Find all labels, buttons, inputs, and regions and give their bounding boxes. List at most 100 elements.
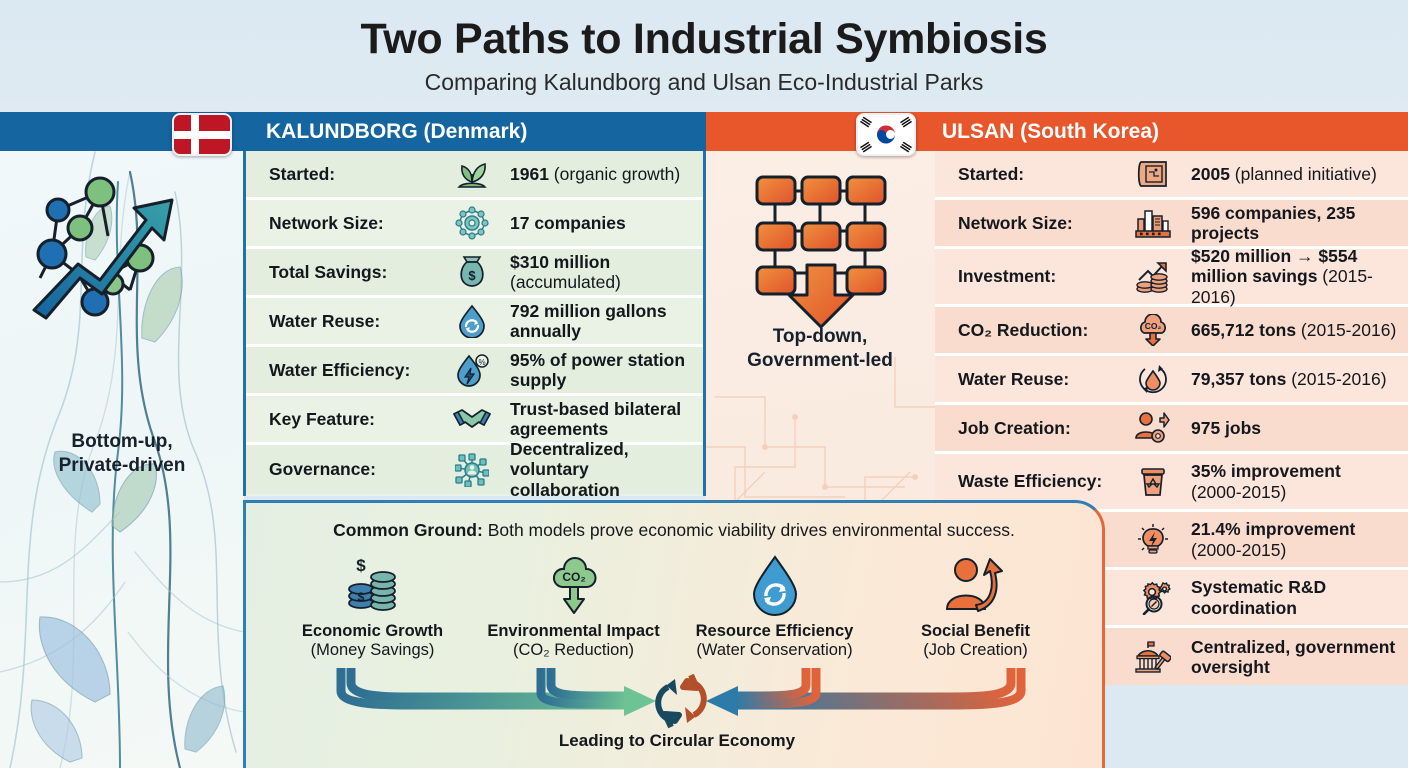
page-subtitle: Comparing Kalundborg and Ulsan Eco-Indus… — [424, 69, 984, 96]
pillar-subtitle: (Water Conservation) — [696, 641, 853, 659]
government-gavel-icon — [1125, 640, 1181, 674]
row-value: $310 million (accumulated) — [510, 251, 621, 292]
kalundborg-header-label: KALUNDBORG (Denmark) — [266, 119, 528, 143]
row-value: Trust-based bilateral agreements — [510, 398, 682, 439]
svg-text:$: $ — [356, 556, 366, 575]
row-value: 975 jobs — [1191, 417, 1262, 438]
row-value: Decentralized, voluntary collaboration — [510, 438, 629, 500]
person-growth-icon — [876, 551, 1076, 617]
handshake-icon — [444, 405, 500, 433]
pillar-title: Economic Growth — [301, 622, 444, 640]
row-label: Job Creation: — [958, 417, 1071, 438]
money-coins-icon: $$ — [273, 551, 473, 617]
row-value: 17 companies — [510, 212, 626, 233]
co2-cloud-down-icon: CO₂ — [1125, 314, 1181, 346]
common-ground-statement: Common Ground: Both models prove economi… — [246, 520, 1102, 541]
top-down-icon-wrap — [705, 169, 935, 334]
gear-network-icon — [444, 206, 500, 240]
svg-text:$: $ — [468, 268, 476, 283]
pillar-subtitle: (CO₂ Reduction) — [512, 641, 635, 659]
leaf-vine-background — [0, 151, 244, 768]
money-bag-icon: $ — [444, 255, 500, 289]
row-value: 792 million gallons annually — [510, 300, 667, 341]
row-value: 35% improvement (2000-2015) — [1191, 461, 1341, 502]
seedling-icon — [444, 158, 500, 190]
table-row: Job Creation: 975 jobs — [935, 405, 1408, 454]
water-drop-cycle-icon — [675, 551, 875, 617]
top-down-caption-line1: Top-down, — [772, 326, 868, 347]
row-label: Network Size: — [269, 212, 384, 233]
top-down-caption: Top-down, Government-led — [705, 325, 935, 374]
pillar-subtitle: (Money Savings) — [310, 641, 435, 659]
row-label: Network Size: — [958, 212, 1073, 233]
table-row: Started: 1961 (organic growth) — [246, 151, 703, 200]
water-drop-energy-icon: % — [444, 353, 500, 387]
row-value: 596 companies, 235 projects — [1191, 202, 1356, 243]
flow-arrows — [336, 668, 1026, 729]
ulsan-header-label: ULSAN (South Korea) — [942, 119, 1159, 143]
row-value: 95% of power station supply — [510, 349, 686, 390]
top-down-panel: Top-down, Government-led — [705, 147, 935, 527]
table-row: CO₂ Reduction: CO₂ 665,712 tons (2015-20… — [935, 307, 1408, 356]
recycle-bin-icon — [1125, 466, 1181, 498]
row-value: $520 million → $554 million savings (201… — [1191, 245, 1373, 307]
row-value: Centralized, government oversight — [1191, 636, 1396, 677]
title-band: Two Paths to Industrial Symbiosis Compar… — [0, 0, 1408, 112]
common-ground-panel: Common Ground: Both models prove economi… — [243, 500, 1105, 768]
blueprint-icon — [1125, 159, 1181, 189]
pillar-environmental-impact: CO₂ Environmental Impact (CO₂ Reduction) — [474, 551, 674, 660]
svg-text:$: $ — [357, 590, 364, 604]
table-row: Water Reuse: 792 million gallons annuall… — [246, 298, 703, 347]
worker-gear-up-icon — [1125, 412, 1181, 444]
row-label: Water Reuse: — [269, 310, 381, 331]
bottom-up-caption-line2: Private-driven — [58, 455, 186, 477]
page-title: Two Paths to Industrial Symbiosis — [360, 15, 1048, 63]
bottom-up-panel: Bottom-up, Private-driven — [0, 112, 244, 768]
table-row: Water Reuse: 79,357 tons (2015-2016) — [935, 356, 1408, 405]
top-down-caption-line2: Government-led — [747, 350, 893, 372]
kalundborg-data-panel: Started: 1961 (organic growth) Network S… — [243, 151, 706, 500]
hierarchy-down-arrow-icon — [755, 175, 887, 329]
bottom-up-caption-line1: Bottom-up, — [71, 431, 173, 452]
table-row: Key Feature: Trust-based bilateral agree… — [246, 396, 703, 445]
ulsan-header-bar: ULSAN (South Korea) — [706, 112, 1408, 151]
outcome-label: Leading to Circular Economy — [558, 731, 796, 750]
row-value: 79,357 tons (2015-2016) — [1191, 368, 1387, 389]
table-row: Network Size: 596 companies, 235 project… — [935, 200, 1408, 249]
row-label: Investment: — [958, 266, 1057, 286]
row-label: Waste Efficiency: — [958, 471, 1103, 491]
row-label: Water Reuse: — [958, 368, 1070, 389]
row-label: CO₂ Reduction: — [958, 319, 1089, 340]
common-ground-text: Both models prove economic viability dri… — [482, 520, 1015, 540]
row-value: 665,712 tons (2015-2016) — [1191, 319, 1397, 340]
row-label: Started: — [269, 163, 336, 184]
decentralized-network-icon — [444, 452, 500, 487]
svg-text:%: % — [478, 358, 485, 367]
water-drop-cycle-icon — [1125, 362, 1181, 396]
row-label: Governance: — [269, 459, 376, 479]
row-value: 21.4% improvement (2000-2015) — [1191, 519, 1356, 560]
pillar-economic-growth: $$ Economic Growth (Money Savings) — [273, 551, 473, 660]
co2-tree-down-icon: CO₂ — [474, 551, 674, 617]
water-drop-recycle-icon — [444, 304, 500, 338]
common-ground-lead: Common Ground: — [333, 520, 483, 540]
coins-growth-icon — [1125, 260, 1181, 294]
pillar-title: Environmental Impact — [487, 622, 660, 640]
table-row: Governance: Decentralized, voluntary col… — [246, 439, 703, 500]
table-row: Water Efficiency: % 95% of power station… — [246, 347, 703, 396]
lightbulb-energy-icon — [1125, 523, 1181, 557]
row-label: Total Savings: — [269, 261, 388, 282]
row-label: Water Efficiency: — [269, 359, 411, 380]
bottom-up-caption: Bottom-up, Private-driven — [0, 430, 244, 479]
pillar-title: Social Benefit — [920, 622, 1031, 640]
gears-magnifier-icon — [1125, 581, 1181, 615]
table-row: Started: 2005 (planned initiative) — [935, 151, 1408, 200]
pillar-title: Resource Efficiency — [695, 622, 854, 640]
row-label: Started: — [958, 163, 1025, 184]
svg-text:CO₂: CO₂ — [562, 570, 585, 584]
kalundborg-header-bar: KALUNDBORG (Denmark) — [0, 112, 706, 151]
pillar-subtitle: (Job Creation) — [923, 641, 1028, 659]
factory-icon — [1125, 207, 1181, 239]
network-growth-arrow-icon — [32, 176, 174, 320]
